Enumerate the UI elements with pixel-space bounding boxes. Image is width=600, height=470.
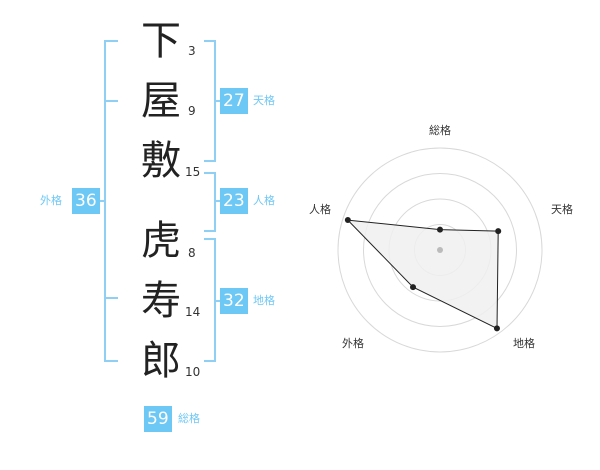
jinkaku-value: 23	[220, 188, 248, 214]
tenkaku-value: 27	[220, 88, 248, 114]
name-char-5: 寿	[141, 278, 181, 324]
stroke-count-1: 3	[188, 44, 196, 58]
radar-point-1	[437, 226, 443, 233]
radar-point-2	[495, 228, 502, 235]
name-char-2: 屋	[141, 78, 181, 124]
soukaku-label: 総格	[178, 412, 200, 425]
jinkaku-bracket	[204, 172, 216, 232]
stroke-count-3: 15	[185, 165, 201, 179]
chikaku-connector	[214, 300, 222, 302]
radar-label-soukaku: 総格	[429, 123, 451, 137]
radar-label-gaikaku: 外格	[342, 336, 364, 350]
name-char-3: 敷	[141, 138, 181, 184]
name-char-6: 郎	[141, 338, 181, 384]
radar-area	[346, 219, 499, 330]
tenkaku-label: 天格	[253, 94, 275, 107]
gaikaku-bracket-tick-top	[104, 100, 118, 102]
chikaku-value: 32	[220, 288, 248, 314]
jinkaku-connector	[214, 200, 222, 202]
soukaku-value: 59	[144, 406, 172, 432]
gaikaku-label: 外格	[40, 194, 62, 207]
radar-points	[344, 217, 502, 332]
gaikaku-value: 36	[72, 188, 100, 214]
radar-label-jinkaku: 人格	[309, 202, 331, 216]
name-char-4: 虎	[141, 218, 181, 264]
radar-point-4	[410, 284, 417, 291]
gaikaku-bracket-tick-bottom	[104, 297, 118, 299]
radar-label-chikaku: 地格	[513, 336, 535, 350]
tenkaku-connector	[214, 100, 222, 102]
radar-label-tenkaku: 天格	[551, 202, 573, 216]
radar-point-3	[493, 325, 500, 332]
radar-ring	[337, 147, 543, 353]
chikaku-label: 地格	[253, 294, 275, 307]
gaikaku-connector	[98, 200, 106, 202]
radar-point-5	[344, 217, 351, 224]
stroke-count-4: 8	[188, 246, 196, 260]
stroke-count-5: 14	[185, 305, 201, 319]
radar-center	[437, 247, 443, 253]
name-char-1: 下	[141, 18, 181, 64]
stroke-count-6: 10	[185, 365, 201, 379]
stroke-count-2: 9	[188, 104, 196, 118]
radar-ring	[363, 173, 517, 327]
jinkaku-label: 人格	[253, 194, 275, 207]
